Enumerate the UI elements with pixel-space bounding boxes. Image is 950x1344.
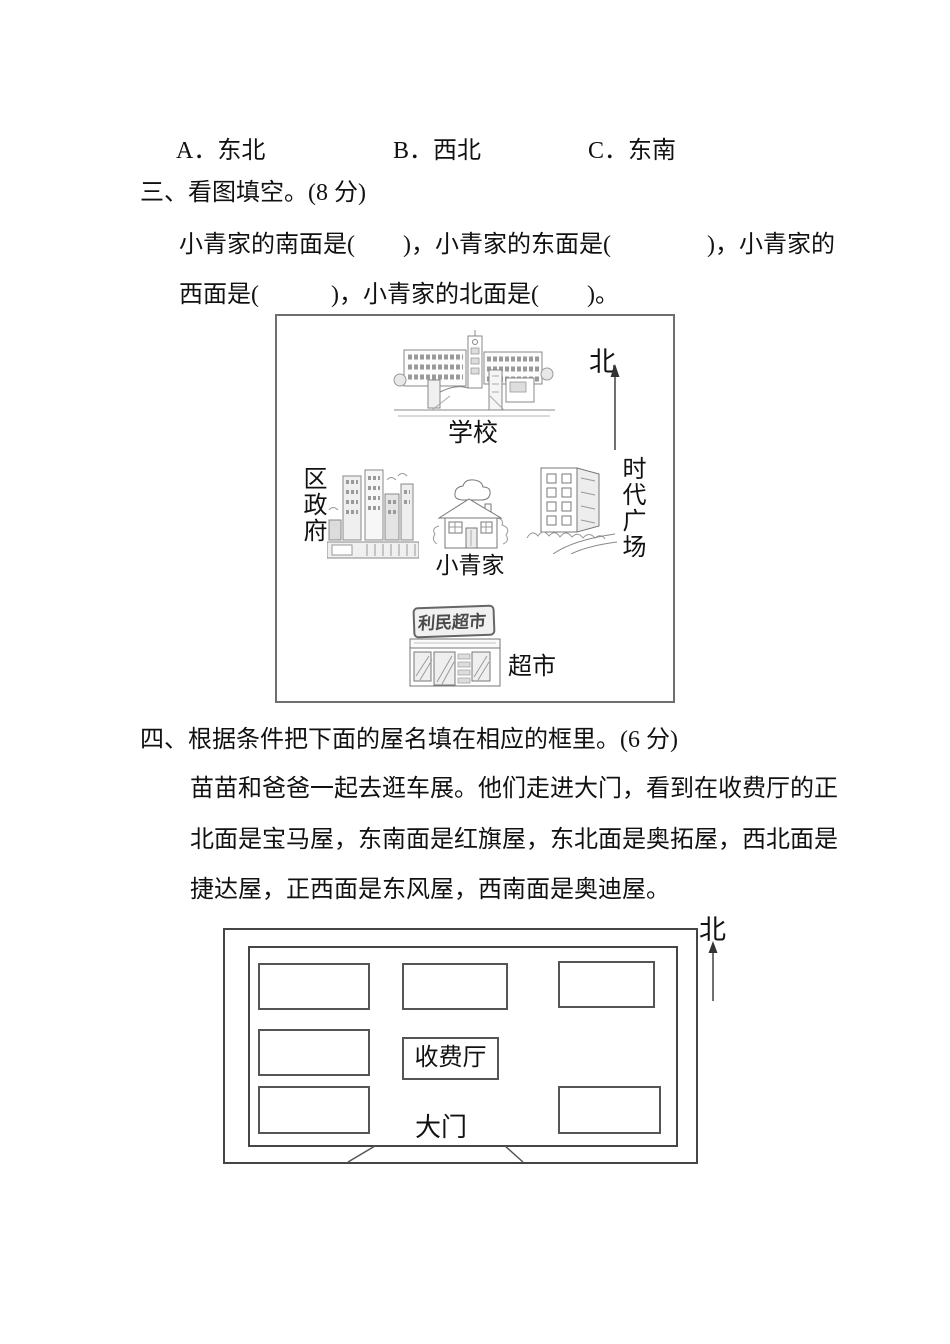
plan-slot-north xyxy=(402,963,508,1010)
section4-text-line1: 苗苗和爸爸一起去逛车展。他们走进大门，看到在收费厅的正 xyxy=(190,776,838,802)
section3-heading: 三、看图填空。(8 分) xyxy=(140,180,366,206)
section4-text-line3: 捷达屋，正西面是东风屋，西南面是奥迪屋。 xyxy=(190,877,670,903)
plan-inner-wall xyxy=(248,946,678,1147)
neighborhood-map: 学校 北 区政府 xyxy=(275,314,675,703)
plan-slot-west xyxy=(258,1029,370,1076)
option-c: C．东南 xyxy=(588,138,677,164)
school-icon xyxy=(392,328,557,420)
home-icon xyxy=(429,474,511,556)
section3-fill-line2: 西面是( )，小青家的北面是( )。 xyxy=(179,282,619,308)
gate-label: 大门 xyxy=(415,1113,468,1142)
section3-fill-line1: 小青家的南面是( )，小青家的东面是( )，小青家的 xyxy=(179,232,835,258)
plan-slot-southeast xyxy=(558,1086,661,1134)
north-label-plan: 北 xyxy=(699,915,726,945)
section4-heading: 四、根据条件把下面的屋名填在相应的框里。(6 分) xyxy=(140,727,678,753)
district-gov-label: 区政府 xyxy=(299,466,325,544)
school-label: 学校 xyxy=(447,420,498,447)
north-label-map: 北 xyxy=(589,347,616,377)
plan-slot-northwest xyxy=(258,963,370,1010)
times-square-icon xyxy=(525,462,617,554)
home-label: 小青家 xyxy=(435,553,505,578)
section4-text-line2: 北面是宝马屋，东南面是红旗屋，东北面是奥拓屋，西北面是 xyxy=(190,827,838,853)
option-b: B．西北 xyxy=(393,138,482,164)
plan-slot-southwest xyxy=(258,1086,370,1134)
car-show-plan: 收费厅 大门 xyxy=(223,928,698,1164)
supermarket-sign-text: 利民超市 xyxy=(417,611,486,633)
options-row: A．东北 B．西北 C．东南 xyxy=(0,130,950,164)
supermarket-label: 超市 xyxy=(508,654,556,680)
north-arrow-plan-icon xyxy=(705,941,721,1003)
supermarket-icon: 利民超市 xyxy=(404,604,506,690)
option-a: A．东北 xyxy=(176,138,266,164)
toll-hall-label: 收费厅 xyxy=(414,1045,487,1071)
north-arrow-icon xyxy=(607,364,623,452)
plan-slot-northeast xyxy=(558,961,655,1008)
times-square-label: 时代广场 xyxy=(618,456,644,560)
city-buildings-icon xyxy=(327,464,419,564)
toll-hall-box: 收费厅 xyxy=(402,1037,499,1080)
